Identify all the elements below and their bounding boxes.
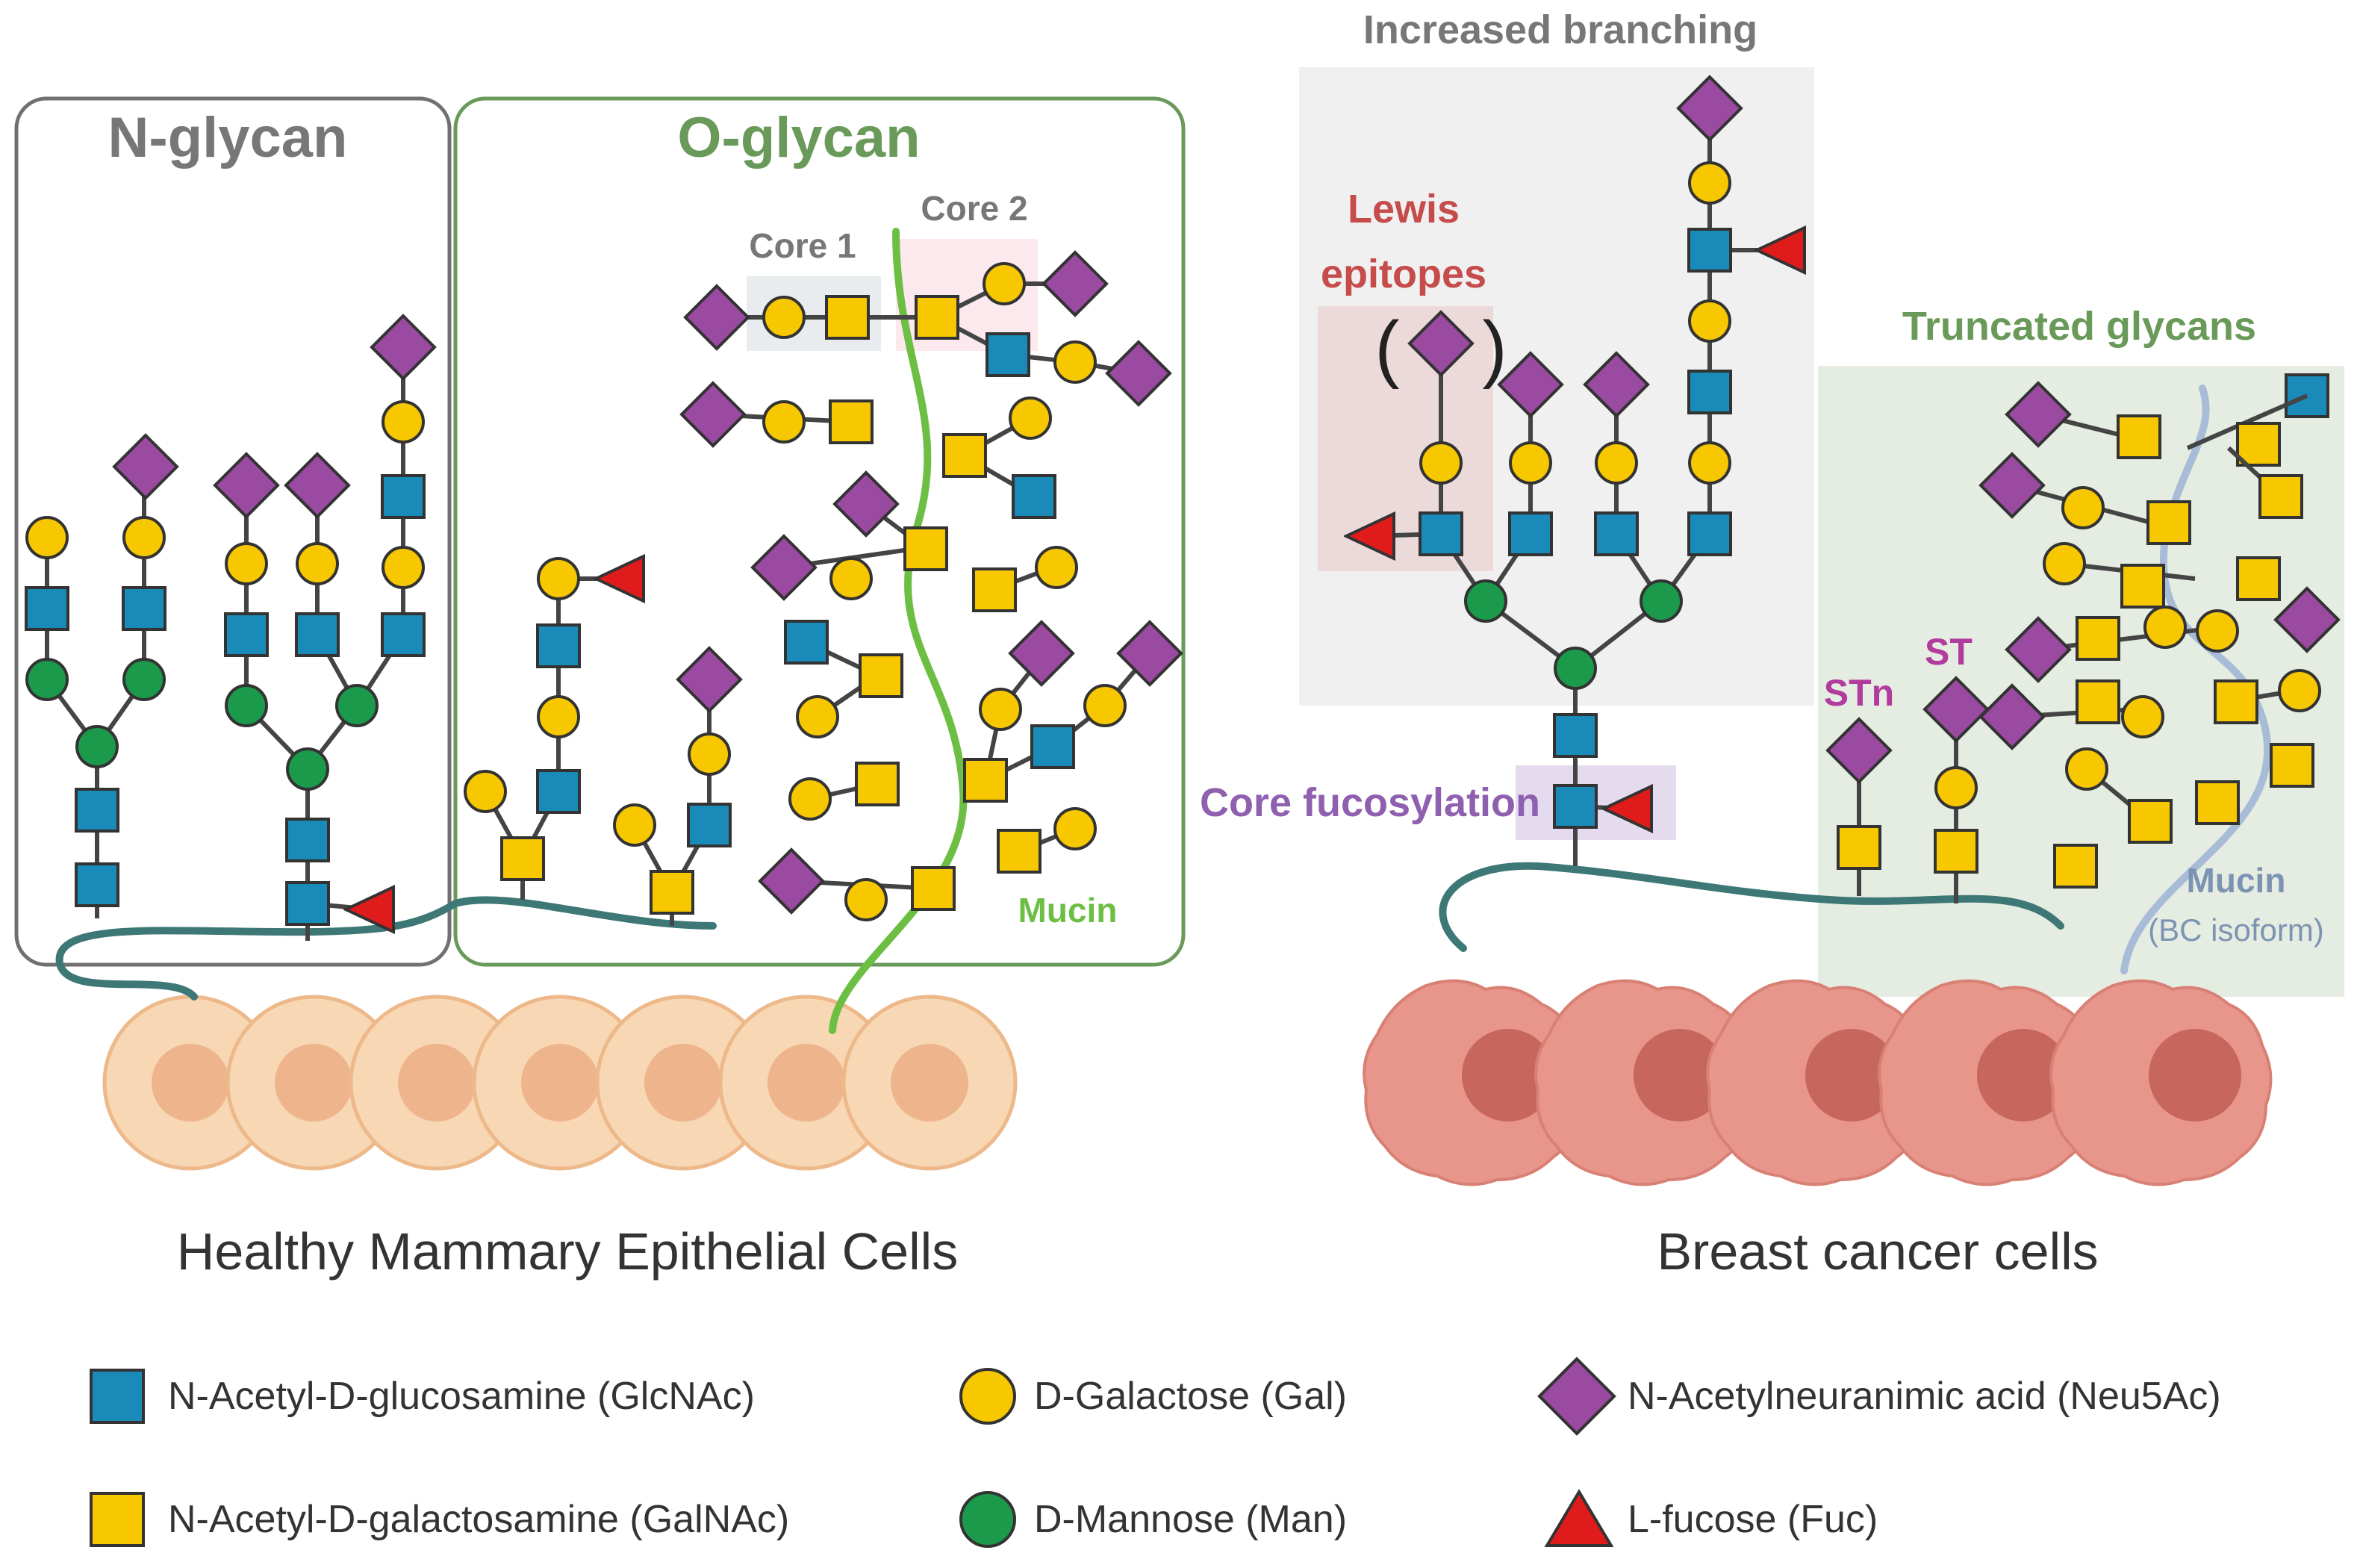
healthy-caption: Healthy Mammary Epithelial Cells bbox=[177, 1222, 958, 1281]
legend-item-neu5ac: N-Acetylneuranimic acid (Neu5Ac) bbox=[1537, 1357, 2221, 1436]
galactose-circle-icon bbox=[959, 1368, 1016, 1425]
nglycan-triantennary bbox=[214, 314, 436, 941]
truncated-glycans-label: Truncated glycans bbox=[1902, 304, 2256, 349]
legend-item-fuc: L-fucose (Fuc) bbox=[1544, 1489, 1878, 1547]
healthy-cell bbox=[349, 995, 525, 1171]
cancer-cell bbox=[2049, 979, 2273, 1186]
oglycan-sialylated bbox=[613, 647, 742, 926]
lewis-paren-right: ) bbox=[1482, 306, 1507, 390]
nglycan-box bbox=[14, 96, 452, 967]
oglycan-fucosylated bbox=[464, 555, 645, 900]
cancer-cell bbox=[1878, 979, 2101, 1186]
oglycan-box bbox=[453, 96, 1186, 967]
increased-branching-label: Increased branching bbox=[1363, 7, 1757, 52]
st-label: ST bbox=[1925, 631, 1973, 673]
cancer-cell bbox=[1706, 979, 1929, 1186]
cancer-cell-row bbox=[1363, 979, 2273, 1186]
stn-glycan bbox=[1826, 718, 1892, 896]
core-fucosylation-label: Core fucosylation bbox=[1200, 780, 1540, 825]
healthy-cell bbox=[225, 995, 402, 1171]
st-glycan bbox=[1923, 676, 1989, 903]
healthy-membrane-chain bbox=[55, 896, 717, 1001]
nglycan-title: N-glycan bbox=[108, 106, 348, 169]
lewis-label-line2: epitopes bbox=[1321, 252, 1486, 296]
healthy-cell bbox=[595, 995, 771, 1171]
healthy-cell bbox=[102, 995, 278, 1171]
cancer-mucin-isoform: (BC isoform) bbox=[2148, 912, 2324, 948]
legend-label-man: D-Mannose (Man) bbox=[1034, 1498, 1347, 1541]
core2-label: Core 2 bbox=[921, 189, 1027, 228]
legend-item-glcnac: N-Acetyl-D-glucosamine (GlcNAc) bbox=[90, 1369, 755, 1424]
galnac-square-icon bbox=[90, 1492, 145, 1547]
nglycan-branched-cancer bbox=[1345, 75, 1806, 866]
lewis-paren-left: ( bbox=[1374, 306, 1399, 390]
mucin-truncated-glycans bbox=[1979, 373, 2340, 889]
mucin-oglycans-healthy bbox=[680, 251, 1183, 921]
oglycan-title: O-glycan bbox=[677, 106, 920, 169]
healthy-cell-row bbox=[102, 995, 1018, 1171]
healthy-cell bbox=[841, 995, 1018, 1171]
neu5ac-diamond-icon bbox=[1537, 1357, 1616, 1436]
mannose-circle-icon bbox=[959, 1491, 1016, 1548]
stn-label: STn bbox=[1824, 672, 1894, 714]
nglycan-biantennary bbox=[25, 434, 178, 918]
cancer-mucin-label: Mucin bbox=[2187, 861, 2286, 900]
lewis-label-line1: Lewis bbox=[1348, 187, 1460, 231]
cancer-cell bbox=[1534, 979, 1757, 1186]
cancer-cell bbox=[1363, 979, 1586, 1186]
core1-label: Core 1 bbox=[749, 226, 856, 265]
cancer-mucin-strand bbox=[2120, 385, 2272, 974]
fucose-triangle-icon bbox=[1544, 1489, 1614, 1547]
legend-label-glcnac: N-Acetyl-D-glucosamine (GlcNAc) bbox=[168, 1375, 755, 1418]
legend-item-man: D-Mannose (Man) bbox=[959, 1491, 1347, 1548]
legend-label-galnac: N-Acetyl-D-galactosamine (GalNAc) bbox=[168, 1498, 789, 1541]
healthy-cell bbox=[472, 995, 648, 1171]
legend-label-fuc: L-fucose (Fuc) bbox=[1628, 1498, 1878, 1541]
legend-label-neu5ac: N-Acetylneuranimic acid (Neu5Ac) bbox=[1628, 1375, 2221, 1418]
cancer-membrane-chain bbox=[1439, 862, 2064, 952]
legend-item-galnac: N-Acetyl-D-galactosamine (GalNAc) bbox=[90, 1492, 789, 1547]
legend: N-Acetyl-D-glucosamine (GlcNAc) D-Galact… bbox=[90, 1357, 2221, 1548]
healthy-mucin-strand bbox=[829, 228, 968, 1034]
legend-label-gal: D-Galactose (Gal) bbox=[1034, 1375, 1347, 1418]
glcnac-square-icon bbox=[90, 1369, 145, 1424]
cancer-caption: Breast cancer cells bbox=[1657, 1222, 2098, 1281]
healthy-mucin-label: Mucin bbox=[1018, 891, 1118, 930]
healthy-cell bbox=[718, 995, 894, 1171]
legend-item-gal: D-Galactose (Gal) bbox=[959, 1368, 1347, 1425]
